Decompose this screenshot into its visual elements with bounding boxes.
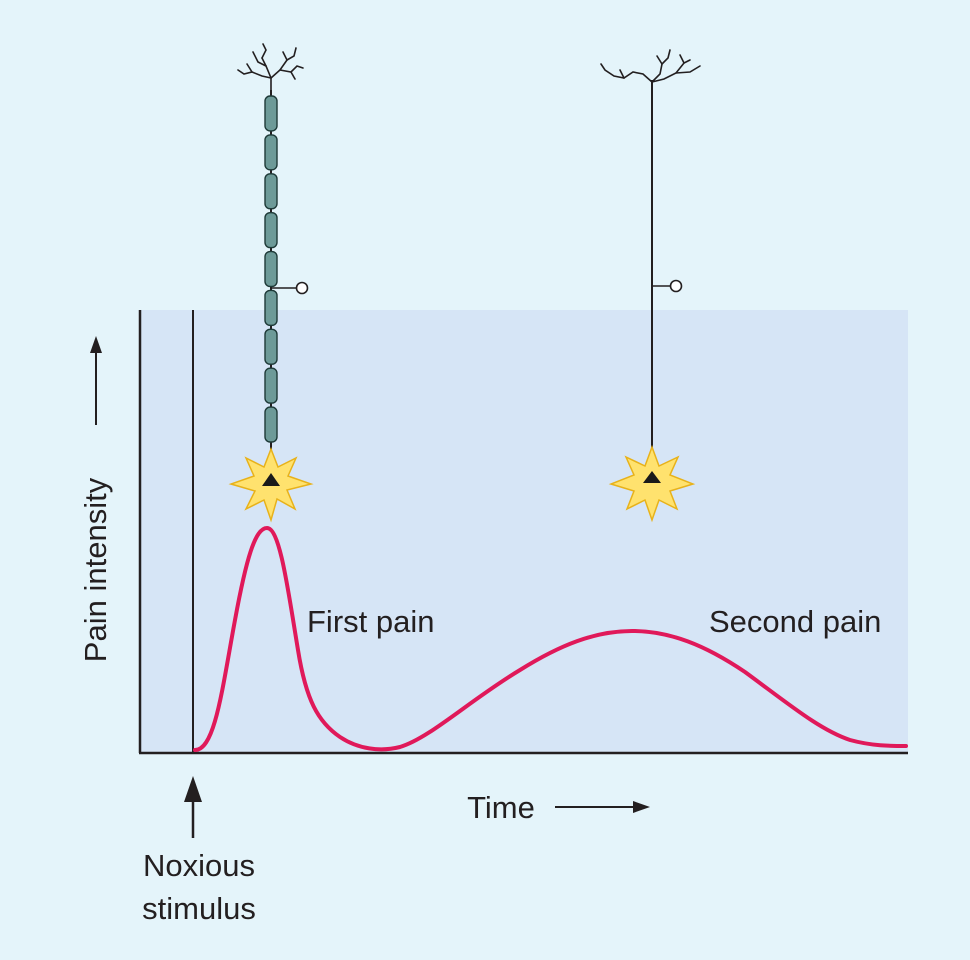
stimulus-label-line2: stimulus	[142, 891, 256, 926]
myelin-segment	[264, 95, 278, 132]
myelin-segment	[264, 289, 278, 327]
unmyelinated-neuron	[600, 49, 701, 523]
synaptic-terminal-1	[295, 281, 309, 295]
dendrites-1	[237, 43, 304, 96]
pain-curve	[193, 525, 908, 752]
nerve-ending-2	[643, 471, 661, 483]
stimulus-label-line1: Noxious	[143, 848, 255, 883]
myelin-segment	[264, 250, 278, 288]
myelin-segments	[264, 90, 278, 474]
x-axis-label: Time	[467, 790, 535, 825]
myelin-segment	[264, 328, 278, 365]
y-axis-label: Pain intensity	[78, 477, 113, 662]
myelin-segment	[264, 134, 278, 171]
time-arrow-head	[633, 801, 650, 813]
stimulus-arrow-head	[184, 776, 202, 802]
intensity-arrow-head	[90, 336, 102, 353]
second-pain-label: Second pain	[709, 604, 881, 639]
plot-area	[140, 310, 908, 753]
nerve-ending-1	[262, 473, 280, 486]
first-pain-label: First pain	[307, 604, 434, 639]
synaptic-terminal-2	[669, 279, 683, 293]
myelin-segment	[264, 406, 278, 443]
myelin-segment	[264, 211, 278, 249]
myelinated-neuron	[228, 43, 314, 523]
starburst-2	[608, 444, 696, 523]
myelin-segment	[264, 367, 278, 404]
myelin-segment	[264, 173, 278, 210]
dendrites-2	[600, 49, 701, 83]
